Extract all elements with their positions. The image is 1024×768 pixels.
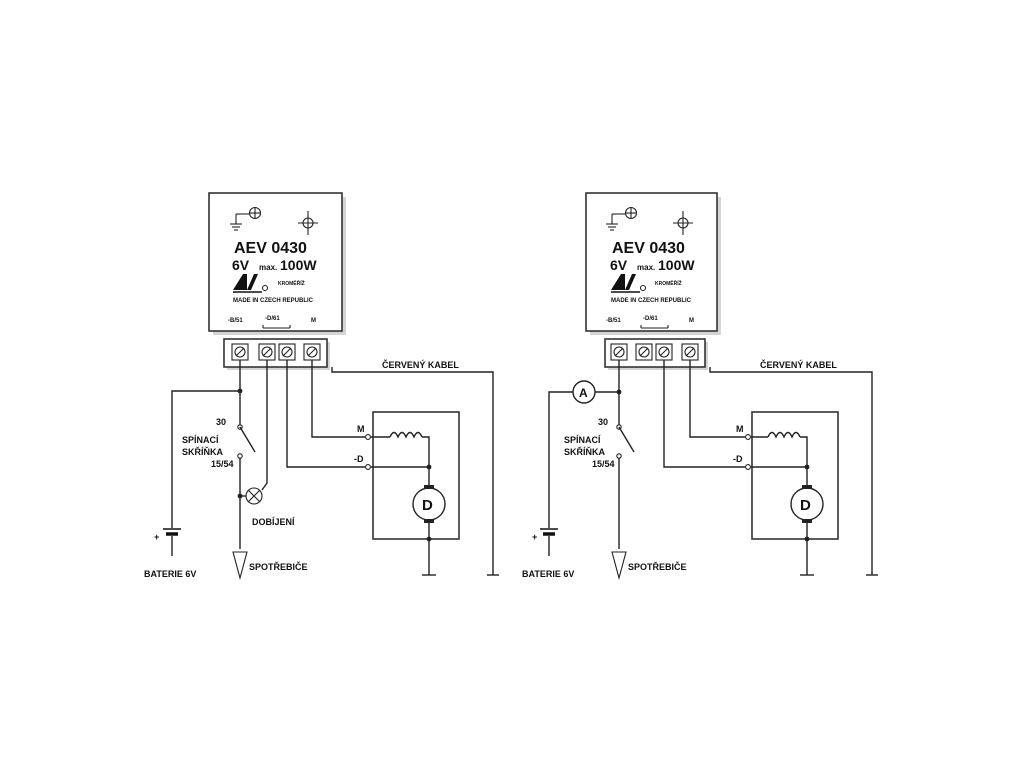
left-origin-label: MADE IN CZECH REPUBLIC xyxy=(233,298,314,304)
right-ammeter-icon: A xyxy=(572,380,596,404)
right-field-coil-icon xyxy=(751,431,808,486)
left-terminal-30-label: 30 xyxy=(216,417,226,427)
left-terminal-m-label: M xyxy=(311,318,316,324)
left-terminal-strip xyxy=(223,338,330,370)
right-screw-terminal xyxy=(635,343,653,361)
right-diagram: AEV 0430 6V max. 100W KROMĚŘÍŽ MADE IN C… xyxy=(522,192,878,581)
left-power-label: 100W xyxy=(280,257,317,273)
right-terminal-strip xyxy=(604,338,708,370)
right-red-cable-label: ČERVENÝ KABEL xyxy=(760,359,837,370)
right-dynamo-symbol: D xyxy=(800,497,811,514)
right-dynamo-d-label: -D xyxy=(733,454,743,464)
left-dynamo: M -D D xyxy=(286,360,460,576)
right-battery-circuit: A + BATERIE 6V 30 SPÍNACÍ SKŘÍŇKA 15/54 … xyxy=(522,360,687,581)
right-terminal-m-label: M xyxy=(689,318,694,324)
left-charging-lamp-icon xyxy=(237,360,268,505)
left-city-label: KROMĚŘÍŽ xyxy=(278,279,305,287)
left-diagram: AEV 0430 6V max. 100W KROMĚŘÍŽ MADE IN C… xyxy=(144,192,499,581)
left-ground-icon xyxy=(230,206,262,231)
left-voltage-label: 6V xyxy=(232,257,250,273)
left-regulator-box xyxy=(208,192,343,332)
left-dynamo-d-label: -D xyxy=(354,454,364,464)
right-voltage-label: 6V xyxy=(610,257,628,273)
left-consumers-arrow-icon xyxy=(232,551,248,581)
left-regulator: AEV 0430 6V max. 100W KROMĚŘÍŽ MADE IN C… xyxy=(208,192,346,335)
right-ammeter-label: A xyxy=(579,386,588,400)
right-power-prefix: max. xyxy=(637,263,655,272)
left-charging-label: DOBÍJENÍ xyxy=(252,517,295,527)
left-switch-box-label-2: SKŘÍŇKA xyxy=(182,446,224,457)
left-red-cable: ČERVENÝ KABEL xyxy=(331,359,499,576)
right-red-cable: ČERVENÝ KABEL xyxy=(709,359,878,576)
right-switch-box-label-1: SPÍNACÍ xyxy=(564,435,601,445)
left-dynamo-box xyxy=(372,411,460,540)
right-dynamo-icon: D xyxy=(790,485,824,523)
right-regulator-box xyxy=(585,192,718,332)
left-dynamo-m-label: M xyxy=(357,424,365,434)
right-model-label: AEV 0430 xyxy=(612,240,685,257)
left-consumers-label: SPOTŘEBIČE xyxy=(249,561,308,572)
left-battery-plus: + xyxy=(154,532,159,542)
right-power-label: 100W xyxy=(658,257,695,273)
right-consumers-arrow-icon xyxy=(611,551,627,581)
left-terminal-d61-label: -D/61 xyxy=(265,316,280,322)
left-switch-box-label-1: SPÍNACÍ xyxy=(182,435,219,445)
right-consumers-label: SPOTŘEBIČE xyxy=(628,561,687,572)
left-battery-circuit: + BATERIE 6V 30 SPÍNACÍ SKŘÍŇKA 15/54 DO… xyxy=(144,360,308,581)
right-regulator: AEV 0430 6V max. 100W KROMĚŘÍŽ MADE IN C… xyxy=(585,192,721,335)
right-city-label: KROMĚŘÍŽ xyxy=(655,279,682,287)
left-battery-icon xyxy=(163,528,181,556)
right-origin-label: MADE IN CZECH REPUBLIC xyxy=(611,298,692,304)
right-mount-icon xyxy=(673,211,693,235)
left-terminal-b51-label: -B/51 xyxy=(228,318,243,324)
right-battery-icon xyxy=(540,528,558,556)
right-battery-plus: + xyxy=(532,532,537,542)
right-ground-icon xyxy=(606,206,638,231)
left-battery-label: BATERIE 6V xyxy=(144,569,196,579)
right-switch-box-label-2: SKŘÍŇKA xyxy=(564,446,606,457)
left-terminal-1554-label: 15/54 xyxy=(211,459,234,469)
left-dynamo-icon: D xyxy=(412,485,446,523)
left-power-prefix: max. xyxy=(259,263,277,272)
left-red-cable-label: ČERVENÝ KABEL xyxy=(382,359,459,370)
right-maker-logo-icon xyxy=(611,274,647,293)
left-dynamo-symbol: D xyxy=(422,497,433,514)
right-terminal-b51-label: -B/51 xyxy=(606,318,621,324)
right-terminal-30-label: 30 xyxy=(598,417,608,427)
left-mount-icon xyxy=(298,211,318,235)
right-battery-label: BATERIE 6V xyxy=(522,569,574,579)
left-model-label: AEV 0430 xyxy=(234,240,307,257)
left-maker-logo-icon xyxy=(233,274,269,293)
right-dynamo: M -D D xyxy=(663,360,839,576)
right-dynamo-box xyxy=(751,411,839,540)
right-terminal-d61-label: -D/61 xyxy=(643,316,658,322)
right-terminal-1554-label: 15/54 xyxy=(592,459,615,469)
right-dynamo-m-label: M xyxy=(736,424,744,434)
left-field-coil-icon xyxy=(371,431,430,486)
